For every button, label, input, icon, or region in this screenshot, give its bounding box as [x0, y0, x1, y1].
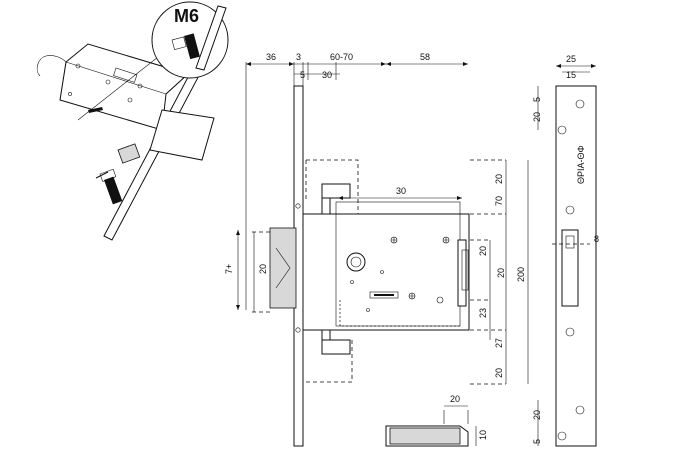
- front-view: 30: [252, 85, 470, 447]
- dim-right-23: 23: [478, 308, 488, 318]
- dim-strike-5-top: 5: [532, 97, 542, 102]
- dim-36: 36: [266, 52, 276, 62]
- m6-label: M6: [174, 6, 199, 26]
- dim-latch-10: 10: [478, 430, 488, 440]
- dim-right-200: 200: [516, 267, 526, 282]
- dim-strike-20-top: 20: [532, 112, 542, 122]
- strike-plate: 25 15 ΘΡΙΑ-ΘΦ 5 20 8 20 5: [532, 54, 599, 447]
- latch-bolt: [269, 227, 297, 309]
- dim-right-27: 27: [494, 338, 504, 348]
- dim-right-70: 70: [494, 196, 504, 206]
- dim-right-20a: 20: [494, 174, 504, 184]
- latch-detail: 20 10: [385, 394, 488, 447]
- left-dimensions: 7+ 20: [224, 230, 268, 312]
- dim-strike-5-bot: 5: [532, 439, 542, 444]
- dim-strike-20-bot: 20: [532, 410, 542, 420]
- dim-30: 30: [322, 70, 332, 80]
- cylinder-hole: [346, 252, 366, 272]
- dim-strike-15: 15: [566, 70, 576, 80]
- dim-strike-25: 25: [566, 54, 576, 64]
- m6-callout: M6: [77, 1, 229, 121]
- dim-right-20c: 20: [496, 268, 506, 278]
- dim-3: 3: [296, 52, 301, 62]
- dim-60-70: 60-70: [330, 52, 353, 62]
- dim-strike-8: 8: [594, 234, 599, 244]
- iso-bolt-lower: [95, 143, 141, 205]
- dim-7plus: 7+: [224, 264, 234, 274]
- dim-58: 58: [420, 52, 430, 62]
- dim-latch-20: 20: [450, 394, 460, 404]
- dim-inner-30: 30: [396, 186, 406, 196]
- dim-right-20d: 20: [494, 368, 504, 378]
- dim-right-20b: 20: [478, 246, 488, 256]
- isometric-lock-view: M6: [36, 1, 229, 241]
- dim-5: 5: [300, 70, 305, 80]
- right-dimensions: 20 70 20 20 200 23 27 20: [470, 159, 529, 385]
- top-dimensions: 36 3 60-70 58 5 30: [245, 52, 468, 310]
- lock-case: [302, 213, 470, 331]
- strike-brand: ΘΡΙΑ-ΘΦ: [576, 145, 586, 184]
- dim-left-20: 20: [258, 264, 268, 274]
